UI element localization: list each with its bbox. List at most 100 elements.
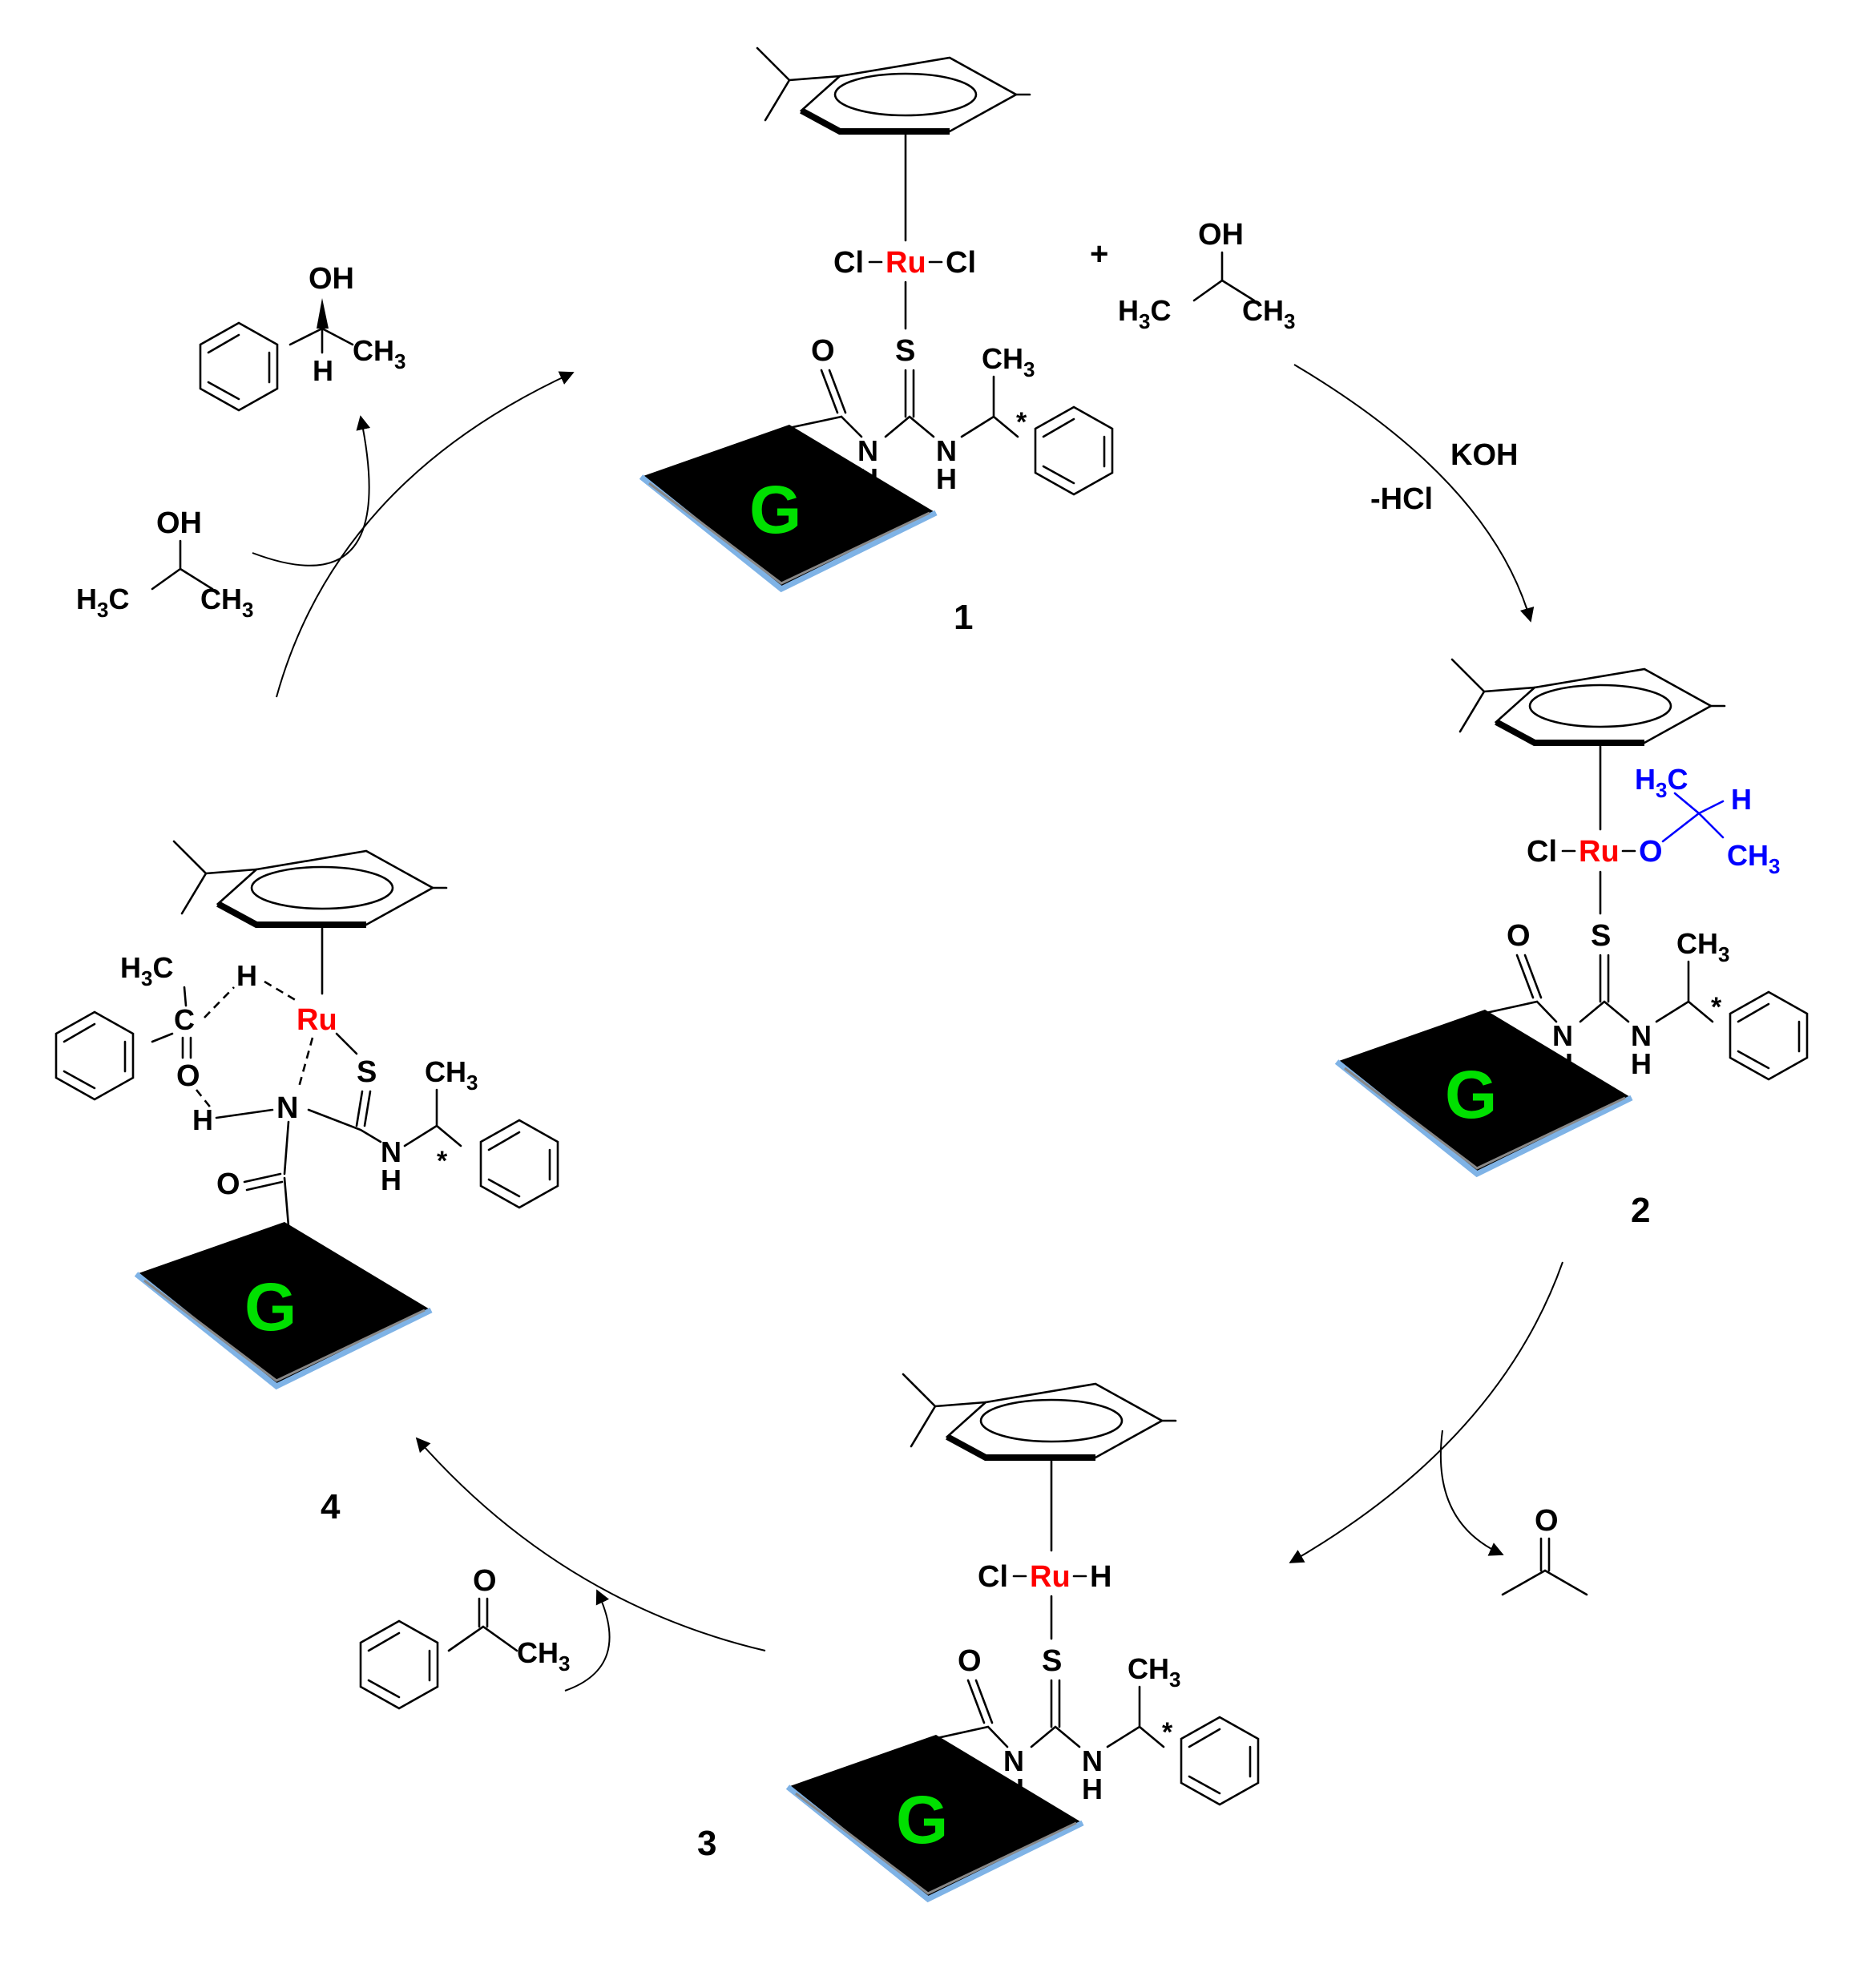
- benzene-ring-icon: [54, 1010, 135, 1101]
- h-atom: H: [192, 1103, 213, 1136]
- svg-text:H: H: [1731, 783, 1752, 816]
- compound-label: 1: [954, 598, 973, 637]
- ru-atom: Ru: [1579, 835, 1620, 869]
- o-atom: O: [1639, 835, 1663, 869]
- ch3-group: CH3: [982, 342, 1035, 381]
- plus-sign: +: [1090, 236, 1108, 272]
- graphene-sheet-icon: [134, 1222, 433, 1390]
- svg-text:O: O: [473, 1564, 497, 1598]
- svg-text:OH: OH: [156, 506, 202, 540]
- phenylethanol-product: OH H CH3: [199, 262, 405, 412]
- svg-text:H: H: [1631, 1047, 1652, 1080]
- h-atom: H: [936, 462, 957, 495]
- svg-text:H: H: [1082, 1772, 1103, 1805]
- svg-text:H: H: [313, 354, 333, 387]
- arrow-icon: [1289, 1261, 1563, 1563]
- ru-atom: Ru: [886, 246, 926, 280]
- o-atom: O: [176, 1059, 200, 1093]
- n-atom: N: [936, 434, 957, 467]
- compound-3: Cl Ru H S O N H N H CH3 * G 3: [697, 1373, 1260, 1903]
- svg-text:H3C: H3C: [120, 951, 173, 990]
- benzene-ring-icon: [1180, 1716, 1260, 1806]
- svg-text:*: *: [437, 1146, 448, 1176]
- p-cymene-ring-icon: [902, 1373, 1177, 1552]
- svg-text:*: *: [1711, 992, 1722, 1022]
- svg-text:CH3: CH3: [200, 583, 253, 622]
- svg-text:N: N: [381, 1135, 401, 1168]
- p-cymene-ring-icon: [1450, 658, 1726, 831]
- isopropanol-top: OH H3C CH3: [1118, 218, 1295, 333]
- graphene-label: G: [749, 472, 801, 547]
- benzene-ring-icon: [1034, 405, 1114, 496]
- p-cymene-ring-icon: [172, 840, 448, 995]
- compound-1: Cl Ru Cl S O N H N H CH3 * G 1: [639, 46, 1114, 637]
- svg-text:H3C: H3C: [1635, 763, 1688, 802]
- svg-text:G: G: [244, 1269, 297, 1345]
- isopropanol-left: OH H3C CH3: [76, 506, 253, 622]
- svg-text:H3C: H3C: [1118, 294, 1171, 333]
- o-atom: O: [958, 1644, 982, 1678]
- svg-text:CH3: CH3: [517, 1636, 570, 1676]
- svg-text:OH: OH: [1198, 218, 1244, 252]
- svg-text:H: H: [381, 1163, 401, 1196]
- arrow-icon: [252, 415, 371, 567]
- s-atom: S: [895, 334, 915, 368]
- graphene-sheet-icon: [785, 1735, 1084, 1903]
- benzene-ring-icon: [199, 321, 279, 412]
- stereocenter-star: *: [1016, 407, 1027, 438]
- svg-text:G: G: [1445, 1057, 1497, 1132]
- cl-atom: Cl: [1527, 835, 1557, 869]
- cl-atom: Cl: [833, 246, 864, 280]
- o-atom: O: [1507, 919, 1531, 953]
- svg-text:OH: OH: [309, 262, 354, 296]
- compound-label: 3: [697, 1824, 716, 1863]
- svg-text:G: G: [896, 1782, 948, 1857]
- s-atom: S: [1591, 919, 1611, 953]
- svg-text:CH3: CH3: [1242, 294, 1295, 333]
- svg-text:N: N: [1082, 1744, 1103, 1777]
- arrow-icon: [276, 371, 575, 698]
- arrow-icon: [415, 1437, 766, 1651]
- c-atom: C: [174, 1003, 195, 1036]
- svg-text:N: N: [1631, 1019, 1652, 1052]
- svg-text:N: N: [1003, 1744, 1024, 1777]
- arrow-icon: [1293, 364, 1535, 623]
- compound-label: 2: [1631, 1191, 1650, 1230]
- ru-atom: Ru: [1030, 1560, 1071, 1594]
- reagent-hcl: -HCl: [1370, 482, 1433, 516]
- reagent-koh: KOH: [1450, 438, 1518, 472]
- s-atom: S: [357, 1055, 377, 1089]
- acetone-product: O: [1501, 1504, 1588, 1596]
- benzene-ring-icon: [479, 1119, 559, 1209]
- arrow-icon: [564, 1589, 611, 1692]
- o-atom: O: [216, 1167, 240, 1201]
- h-atom: H: [1090, 1560, 1111, 1594]
- svg-text:CH3: CH3: [1128, 1652, 1180, 1692]
- n-atom: N: [857, 434, 878, 467]
- svg-text:*: *: [1162, 1717, 1173, 1748]
- graphene-sheet-icon: [1334, 1010, 1633, 1178]
- h-atom: H: [236, 959, 257, 992]
- s-atom: S: [1042, 1644, 1062, 1678]
- compound-label: 4: [321, 1487, 341, 1526]
- svg-text:N: N: [1552, 1019, 1573, 1052]
- compound-4: Ru H S N H N H CH3 * O H3C C O: [54, 840, 559, 1526]
- benzene-ring-icon: [1729, 990, 1809, 1081]
- svg-text:O: O: [1535, 1504, 1559, 1538]
- svg-text:CH3: CH3: [1727, 839, 1780, 878]
- graphene-sheet-icon: [639, 425, 938, 593]
- n-atom: N: [276, 1091, 298, 1125]
- p-cymene-ring-icon: [756, 46, 1031, 242]
- svg-text:CH3: CH3: [425, 1055, 478, 1095]
- svg-text:H3C: H3C: [76, 583, 129, 622]
- ru-atom: Ru: [297, 1003, 337, 1037]
- cl-atom: Cl: [978, 1560, 1008, 1594]
- svg-text:CH3: CH3: [1676, 927, 1729, 966]
- arrow-icon: [1439, 1430, 1504, 1556]
- cl-atom: Cl: [946, 246, 976, 280]
- benzene-ring-icon: [359, 1619, 439, 1710]
- compound-2: Cl Ru O H3C H CH3 S O N H N H CH3 * G 2: [1334, 658, 1809, 1230]
- o-atom: O: [811, 334, 835, 368]
- svg-text:CH3: CH3: [353, 334, 405, 373]
